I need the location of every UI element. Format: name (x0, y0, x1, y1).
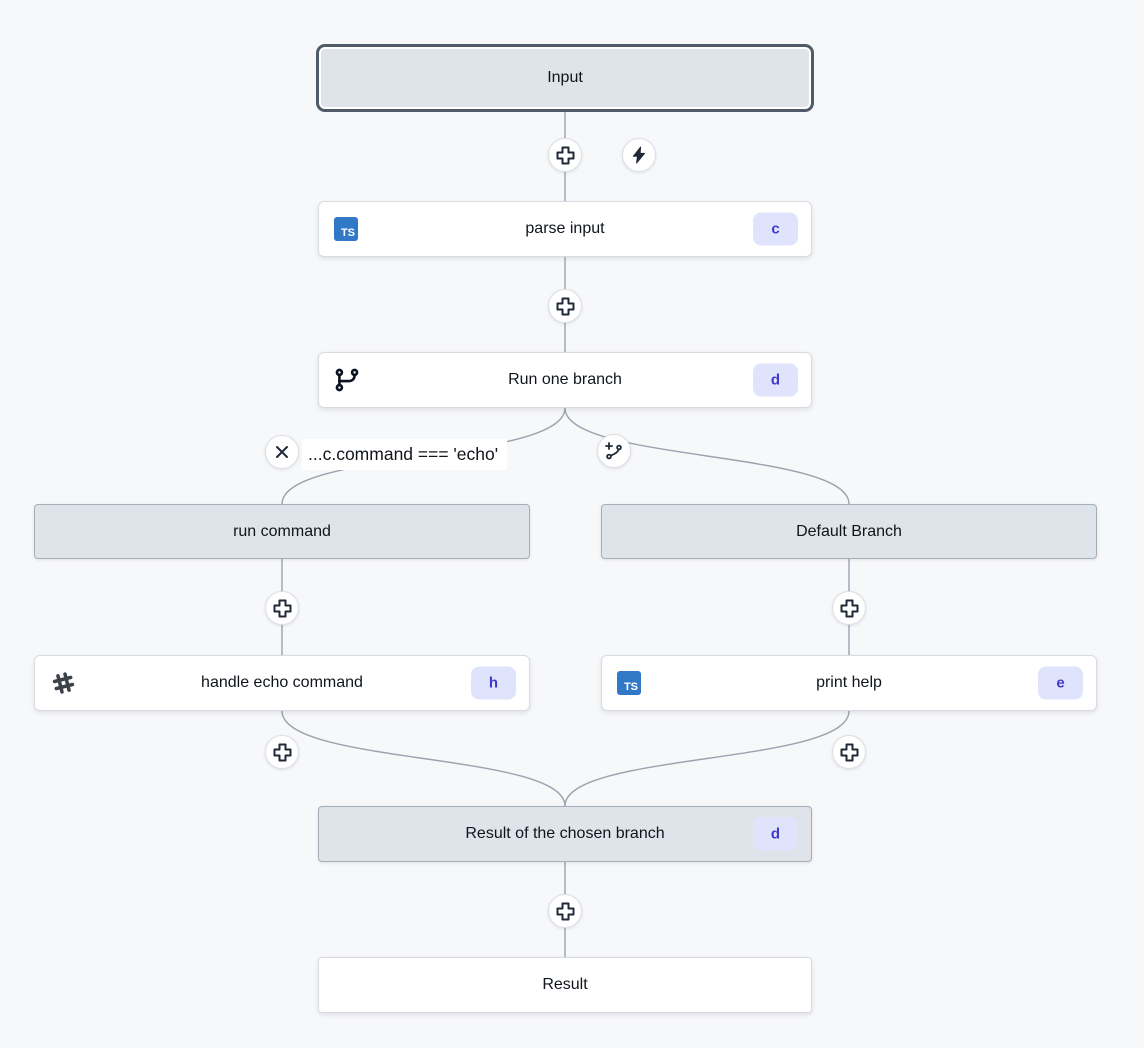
lightning-icon (632, 146, 645, 164)
branch-label: run command (233, 522, 331, 540)
plus-icon (840, 599, 858, 617)
add-step-button[interactable] (265, 591, 299, 625)
branch-header-default[interactable]: Default Branch (601, 504, 1097, 559)
trigger-button[interactable] (622, 138, 656, 172)
add-step-button[interactable] (832, 735, 866, 769)
edge-branch-right (564, 407, 850, 505)
node-handle-echo-command[interactable]: handle echo command h (34, 655, 530, 711)
plus-icon (273, 743, 291, 761)
branch-header-run-command[interactable]: run command (34, 504, 530, 559)
node-label: Run one branch (508, 371, 622, 388)
node-label: Result of the chosen branch (465, 825, 665, 842)
edge-merge-right (564, 710, 850, 807)
branch-plus-icon (605, 442, 622, 460)
node-label: Input (547, 69, 583, 86)
add-step-button[interactable] (548, 138, 582, 172)
typescript-icon: TS (617, 671, 641, 695)
node-label: parse input (525, 220, 605, 237)
typescript-icon: TS (334, 217, 358, 241)
node-label: print help (816, 674, 882, 691)
add-step-button[interactable] (548, 894, 582, 928)
step-id-badge: d (753, 817, 798, 851)
plus-icon (556, 297, 574, 315)
plus-icon (556, 146, 574, 164)
node-label: handle echo command (201, 674, 363, 691)
node-run-one-branch[interactable]: Run one branch d (318, 352, 812, 408)
x-icon (276, 446, 288, 458)
edge-merge-left (281, 710, 566, 807)
branch-condition-label[interactable]: ...c.command === 'echo' (302, 439, 508, 470)
node-parse-input[interactable]: TS parse input c (318, 201, 812, 257)
node-result-chosen-branch[interactable]: Result of the chosen branch d (318, 806, 812, 862)
add-step-button[interactable] (832, 591, 866, 625)
node-print-help[interactable]: TS print help e (601, 655, 1097, 711)
branch-label: Default Branch (796, 522, 902, 540)
hash-script-icon (50, 670, 77, 697)
plus-icon (556, 902, 574, 920)
step-id-badge: e (1038, 666, 1083, 700)
git-branch-icon (334, 367, 360, 393)
add-branch-button[interactable] (597, 434, 631, 468)
step-id-badge: d (753, 363, 798, 397)
step-id-badge: h (471, 666, 516, 700)
add-step-button[interactable] (548, 289, 582, 323)
remove-branch-button[interactable] (265, 435, 299, 469)
plus-icon (840, 743, 858, 761)
step-id-badge: c (753, 212, 798, 246)
add-step-button[interactable] (265, 735, 299, 769)
node-flow-input[interactable]: Input (316, 44, 814, 112)
plus-icon (273, 599, 291, 617)
node-label: Result (542, 976, 588, 993)
node-flow-result[interactable]: Result (318, 957, 812, 1013)
